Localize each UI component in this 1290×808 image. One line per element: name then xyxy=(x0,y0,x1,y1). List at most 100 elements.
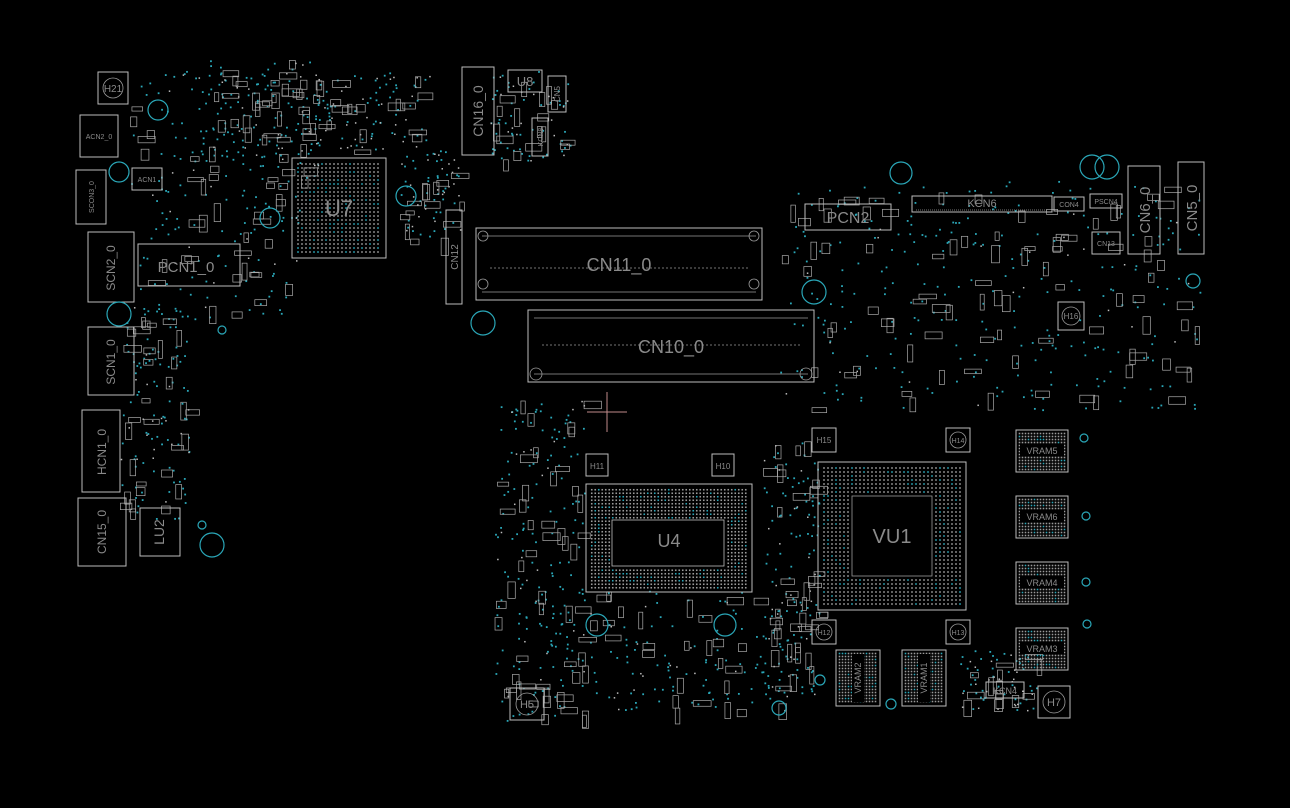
h14-label: H14 xyxy=(952,438,965,445)
chip-vram5[interactable]: VRAM5 xyxy=(1015,429,1069,473)
connector-acn1[interactable]: ACN1 xyxy=(131,167,163,191)
tooling-holes xyxy=(106,99,1201,716)
vram1-label-bg xyxy=(918,654,930,702)
u4-ball-grid xyxy=(590,488,747,589)
connector-cn10[interactable]: CN10_0 xyxy=(527,309,815,383)
u7-label: U7 xyxy=(325,196,353,221)
vram3-label: VRAM3 xyxy=(1026,644,1057,654)
cn5b-label: CN5_0 xyxy=(1184,185,1201,232)
pcn1-label: PCN1_0 xyxy=(158,259,215,276)
pcn2-label: PCN2 xyxy=(827,210,870,227)
acn1-label: ACN1 xyxy=(138,177,157,184)
cn5-label: CN5 xyxy=(553,85,562,102)
connector-kcn8[interactable]: KCN8 xyxy=(531,117,549,157)
vram5-label-bg xyxy=(1020,444,1064,456)
u4-die xyxy=(611,519,725,567)
chip-vram2[interactable]: VRAM2 xyxy=(835,649,881,707)
scn1-label: SCN1_0 xyxy=(104,339,118,385)
connector-scon3[interactable]: SCON3_0 xyxy=(75,169,107,225)
kcn6-label: KCN6 xyxy=(967,198,996,210)
cn16-label: CN16_0 xyxy=(470,85,486,137)
mount-hole-h15[interactable]: H15 xyxy=(811,427,837,453)
connector-scn2[interactable]: SCN2_0 xyxy=(87,231,135,303)
chip-vram4[interactable]: VRAM4 xyxy=(1015,561,1069,605)
h15-label: H15 xyxy=(817,436,832,445)
chip-lu2[interactable]: LU2 xyxy=(139,507,181,557)
chip-u8[interactable]: U8 xyxy=(507,69,543,93)
vram4-label-bg xyxy=(1020,576,1064,588)
vu1-die xyxy=(851,495,933,577)
connector-acn2[interactable]: ACN2_0 xyxy=(79,114,119,158)
vu1-ball-grid xyxy=(823,467,961,605)
con4-label: CON4 xyxy=(1059,202,1079,209)
cn10-label: CN10_0 xyxy=(638,337,704,358)
cn12-label: CN12 xyxy=(450,244,461,270)
chip-u7[interactable]: U7 xyxy=(291,157,387,259)
vram2-label-bg xyxy=(852,654,864,702)
scon-label: SCON3_0 xyxy=(89,181,96,213)
chip-vu1[interactable]: VU1 xyxy=(817,461,967,611)
connector-cn15[interactable]: CN15_0 xyxy=(77,497,127,567)
h7-label: H7 xyxy=(1047,697,1061,709)
mount-hole-h14[interactable]: H14 xyxy=(945,427,971,453)
vu1-label: VU1 xyxy=(873,526,912,548)
connector-kcn4[interactable]: KCN4 xyxy=(985,681,1025,699)
h21-label: H21 xyxy=(104,84,123,95)
h5-label: H5 xyxy=(520,699,534,711)
mount-hole-h21[interactable]: H21 xyxy=(97,71,129,105)
acn2-label: ACN2_0 xyxy=(86,134,113,141)
chip-u4[interactable]: U4 xyxy=(585,483,753,593)
vram1-label: VRAM1 xyxy=(919,662,929,693)
connector-pcn1[interactable]: PCN1_0 xyxy=(137,243,241,287)
cursor-crosshair xyxy=(587,392,627,432)
pscn4-label: PSCN4 xyxy=(1094,199,1117,206)
h10-label: H10 xyxy=(716,462,731,471)
h13-label: H13 xyxy=(952,630,965,637)
connector-cn11[interactable]: CN11_0 xyxy=(475,227,763,301)
u4-label: U4 xyxy=(657,531,680,551)
connector-hcn1[interactable]: HCN1_0 xyxy=(81,409,121,493)
h12-label: H12 xyxy=(818,630,831,637)
vram4-label: VRAM4 xyxy=(1026,578,1057,588)
mount-hole-h11[interactable]: H11 xyxy=(585,453,609,477)
vram2-label: VRAM2 xyxy=(853,662,863,693)
connector-cn5[interactable]: CN5 xyxy=(547,75,567,113)
connector-cn16[interactable]: CN16_0 xyxy=(461,66,495,156)
h16-label: H16 xyxy=(1064,312,1079,321)
scn2-label: SCN2_0 xyxy=(104,245,118,291)
connector-con4[interactable]: CON4 xyxy=(1053,196,1085,212)
mount-hole-h13[interactable]: H13 xyxy=(945,619,971,645)
connector-cn12[interactable]: CN12 xyxy=(445,209,463,305)
vram6-label-bg xyxy=(1020,510,1064,522)
h11-label: H11 xyxy=(590,462,605,471)
u7-ball-grid xyxy=(297,163,379,253)
connector-scn1[interactable]: SCN1_0 xyxy=(87,326,135,396)
connector-cn13[interactable]: CN13 xyxy=(1091,231,1121,255)
chip-vram3[interactable]: VRAM3 xyxy=(1015,627,1069,671)
kcn4-label: KCN4 xyxy=(993,686,1017,696)
vram3-label-bg xyxy=(1020,642,1064,654)
lu2-label: LU2 xyxy=(151,519,167,545)
chip-vram6[interactable]: VRAM6 xyxy=(1015,495,1069,539)
connector-pcn2[interactable]: PCN2 xyxy=(804,203,892,231)
mount-hole-h10[interactable]: H10 xyxy=(711,453,735,477)
via-layer xyxy=(120,60,1202,722)
u8-label: U8 xyxy=(517,74,534,89)
connector-cn6[interactable]: CN6_0 xyxy=(1127,165,1161,255)
vram6-label: VRAM6 xyxy=(1026,512,1057,522)
cn6-label: CN6_0 xyxy=(1137,187,1154,234)
connector-pscn4[interactable]: PSCN4 xyxy=(1089,193,1123,209)
mount-hole-h16[interactable]: H16 xyxy=(1057,301,1085,331)
connector-cn5-right[interactable]: CN5_0 xyxy=(1177,161,1205,255)
hcn1-label: HCN1_0 xyxy=(95,429,109,475)
cn11-label: CN11_0 xyxy=(587,255,652,276)
chip-vram1[interactable]: VRAM1 xyxy=(901,649,947,707)
connector-kcn6[interactable]: KCN6 xyxy=(911,195,1053,213)
mount-hole-h12[interactable]: H12 xyxy=(811,619,837,645)
mount-hole-h5[interactable]: H5 xyxy=(509,687,545,721)
cn15-label: CN15_0 xyxy=(95,510,109,554)
mount-hole-h7[interactable]: H7 xyxy=(1037,685,1071,719)
cn13-label: CN13 xyxy=(1097,241,1115,248)
